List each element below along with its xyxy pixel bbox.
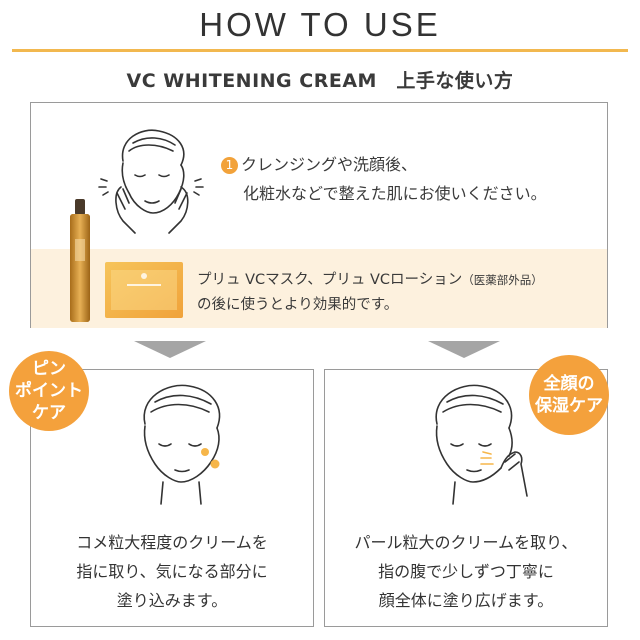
recommend-line1: プリュ VCマスク、プリュ VCローション xyxy=(197,272,463,288)
badge-right-line1: 全顔の xyxy=(543,374,595,394)
pinpoint-care-badge: ピン ポイント ケア xyxy=(9,351,89,431)
quasi-drug-note: （医薬部外品） xyxy=(462,273,543,287)
recommend-text: プリュ VCマスク、プリュ VCローション（医薬部外品） の後に使うとより効果的… xyxy=(197,268,543,318)
title-divider xyxy=(12,49,628,52)
pinpoint-line1: コメ粒大程度のクリームを xyxy=(76,533,268,552)
pinpoint-care-text: コメ粒大程度のクリームを 指に取り、気になる部分に 塗り込みます。 xyxy=(31,528,313,615)
badge-right-line2: 保湿ケア xyxy=(535,396,603,416)
badge-left-line1: ピン xyxy=(32,359,66,379)
full-face-care-badge: 全顔の 保湿ケア xyxy=(529,355,609,435)
cream-bottle-icon xyxy=(70,199,90,322)
pinpoint-care-card: コメ粒大程度のクリームを 指に取り、気になる部分に 塗り込みます。 xyxy=(30,369,314,627)
page-title: HOW TO USE xyxy=(199,6,441,43)
badge-left-line2: ポイント xyxy=(15,381,83,401)
face-cream-dots-icon xyxy=(143,384,221,505)
fullface-line2: 指の腹で少しずつ丁寧に xyxy=(378,562,554,581)
arrow-down-right-icon xyxy=(428,341,500,358)
badge-left-line3: ケア xyxy=(32,403,66,423)
fullface-line3: 顔全体に塗り広げます。 xyxy=(378,591,554,610)
fullface-line1: パール粒大のクリームを取り、 xyxy=(354,533,578,552)
page-subtitle: VC WHITENING CREAM 上手な使い方 xyxy=(126,70,514,92)
step-1-line1: クレンジングや洗顔後、 xyxy=(241,155,418,174)
face-finger-spread-icon xyxy=(435,384,528,505)
face-mask-pack-icon xyxy=(105,262,183,318)
full-face-care-text: パール粒大のクリームを取り、 指の腹で少しずつ丁寧に 顔全体に塗り広げます。 xyxy=(325,528,607,615)
pinpoint-line3: 塗り込みます。 xyxy=(116,591,228,610)
face-towel-hands-icon xyxy=(98,129,204,234)
arrow-down-left-icon xyxy=(134,341,206,358)
pinpoint-line2: 指に取り、気になる部分に xyxy=(76,562,268,581)
step-1-line2: 化粧水などで整えた肌にお使いください。 xyxy=(243,184,547,203)
step-number-badge: 1 xyxy=(221,157,238,174)
recommend-line2: の後に使うとより効果的です。 xyxy=(197,297,399,313)
